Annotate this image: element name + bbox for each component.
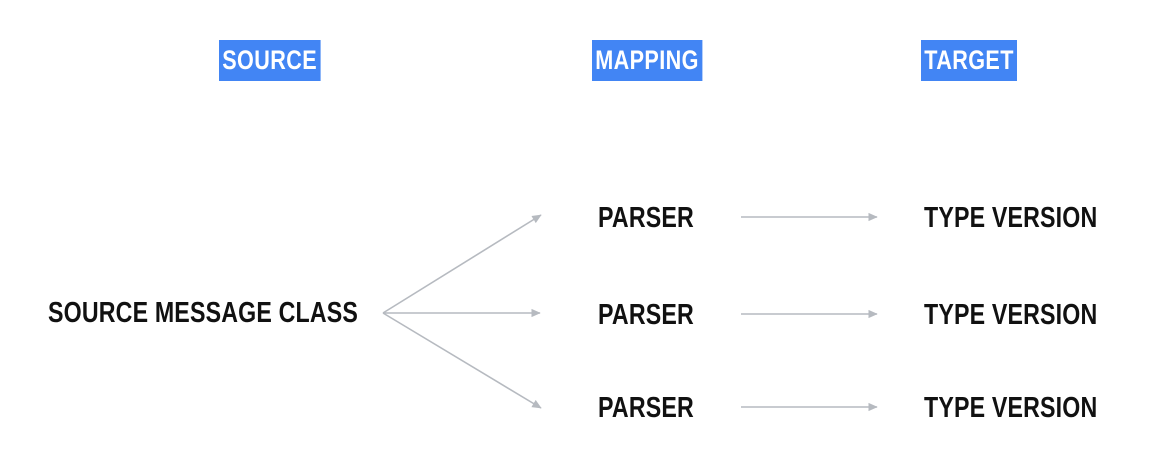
node-type-version-0: TYPE VERSION (924, 202, 1098, 234)
node-type-version-1: TYPE VERSION (924, 299, 1098, 331)
edge-source-to-parser-0 (382, 214, 542, 314)
node-parser-0: PARSER (598, 202, 694, 234)
edge-source-to-parser-2 (382, 312, 542, 409)
node-parser-1: PARSER (598, 299, 694, 331)
column-header-target: TARGET (921, 40, 1017, 81)
node-source-message-class: SOURCE MESSAGE CLASS (48, 297, 358, 329)
column-header-mapping: MAPPING (592, 40, 703, 81)
node-parser-2: PARSER (598, 392, 694, 424)
node-type-version-2: TYPE VERSION (924, 392, 1098, 424)
column-header-source: SOURCE (219, 40, 321, 81)
